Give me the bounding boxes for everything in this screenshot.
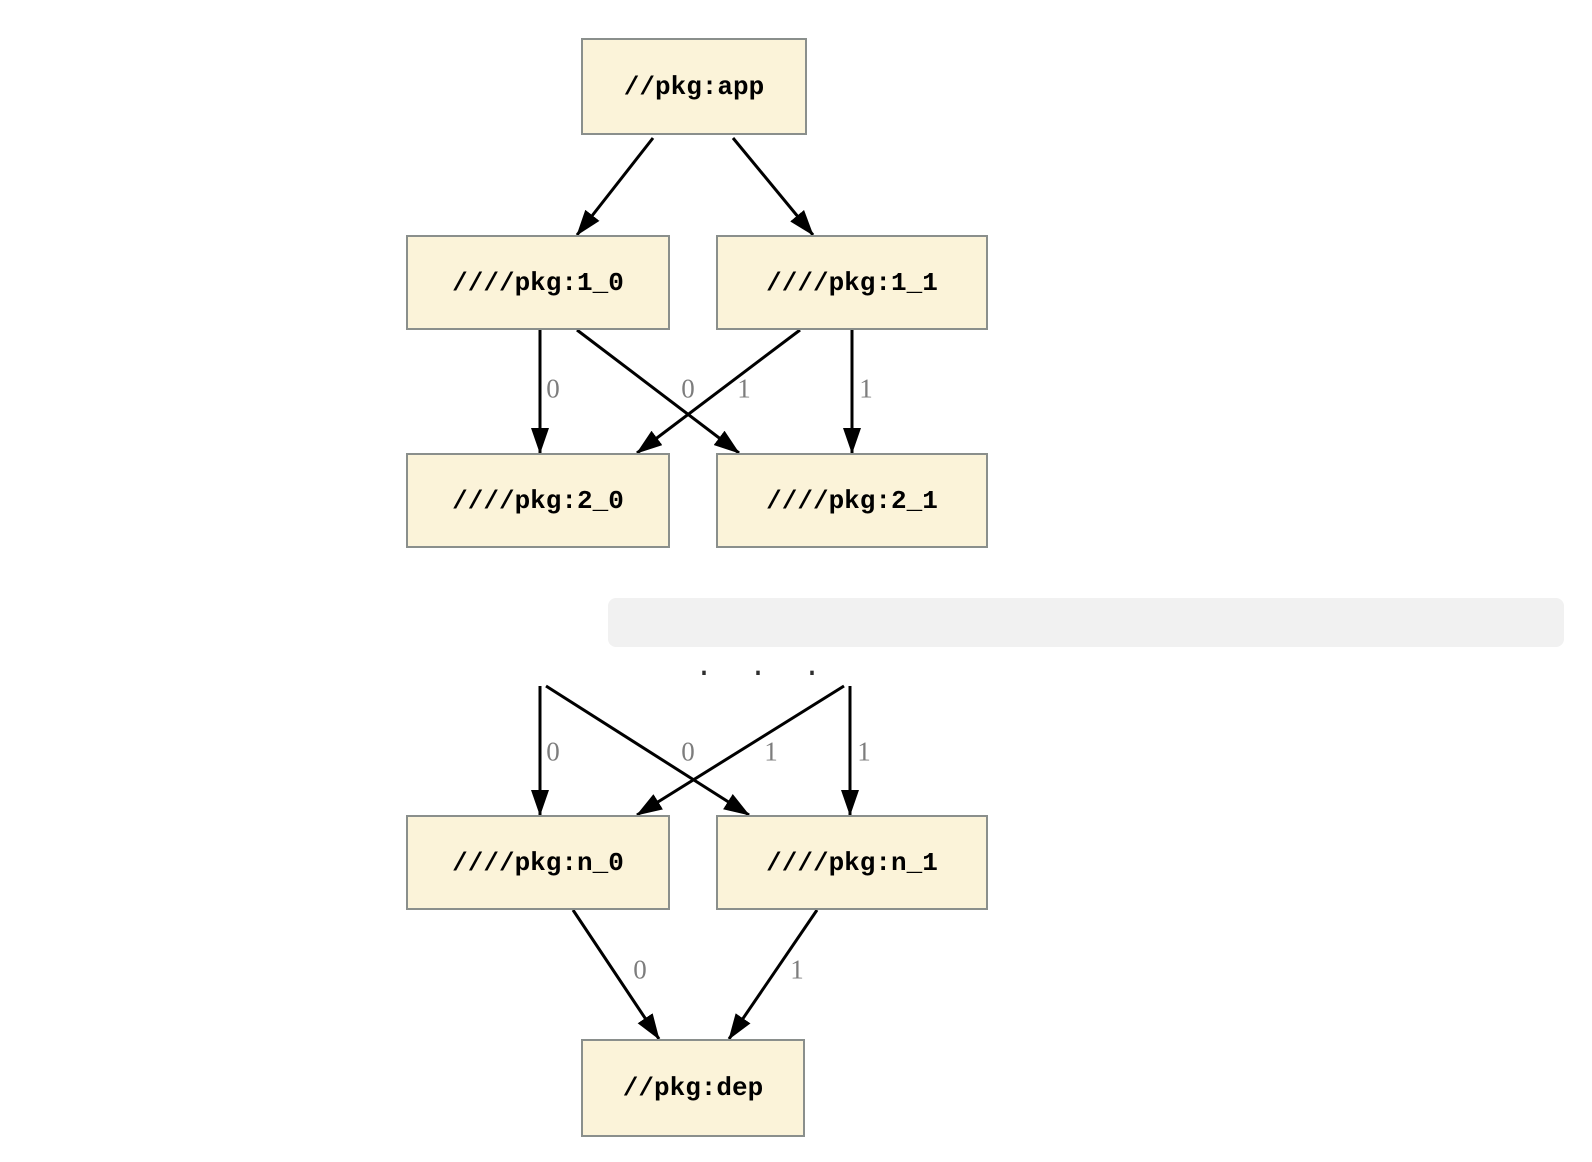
edge-app-to-1_1 [731,137,815,236]
node-pkg-2_1: ////pkg:2_1 [716,453,988,548]
edge-1_0-to-2_1 [576,328,740,455]
node-pkg-n_1: ////pkg:n_1 [716,815,988,910]
node-pkg-1_0: ////pkg:1_0 [406,235,670,330]
node-pkg-dep: //pkg:dep [581,1039,805,1137]
edge-label-mid-center-1: 1 [737,373,751,404]
edge-label-bottom-1: 1 [790,954,804,985]
edge-label-bottom-0: 0 [633,954,647,985]
edge-label-mid-right-1: 1 [859,373,873,404]
node-pkg-n_0: ////pkg:n_0 [406,815,670,910]
edge-label-mid-left-0: 0 [546,373,560,404]
edge-1_1-to-2_0 [636,328,801,455]
edge-label-low-center-0: 0 [681,736,695,767]
node-pkg-1_1: ////pkg:1_1 [716,235,988,330]
edge-cont-to-n_1-cross [545,684,750,817]
edge-label-low-left-0: 0 [546,736,560,767]
edge-label-mid-center-0: 0 [681,373,695,404]
edge-n_0-to-dep [571,909,661,1040]
edge-cont-to-n_0-cross [636,684,845,817]
edge-n_1-to-dep [727,909,819,1040]
ellipsis-band: . . . [608,598,1564,685]
edge-label-low-right-1: 1 [857,736,871,767]
node-pkg-app: //pkg:app [581,38,807,135]
edge-app-to-1_0 [575,137,655,236]
node-pkg-2_0: ////pkg:2_0 [406,453,670,548]
ellipsis-text: . . . [695,651,822,685]
edge-label-low-center-1: 1 [764,736,778,767]
